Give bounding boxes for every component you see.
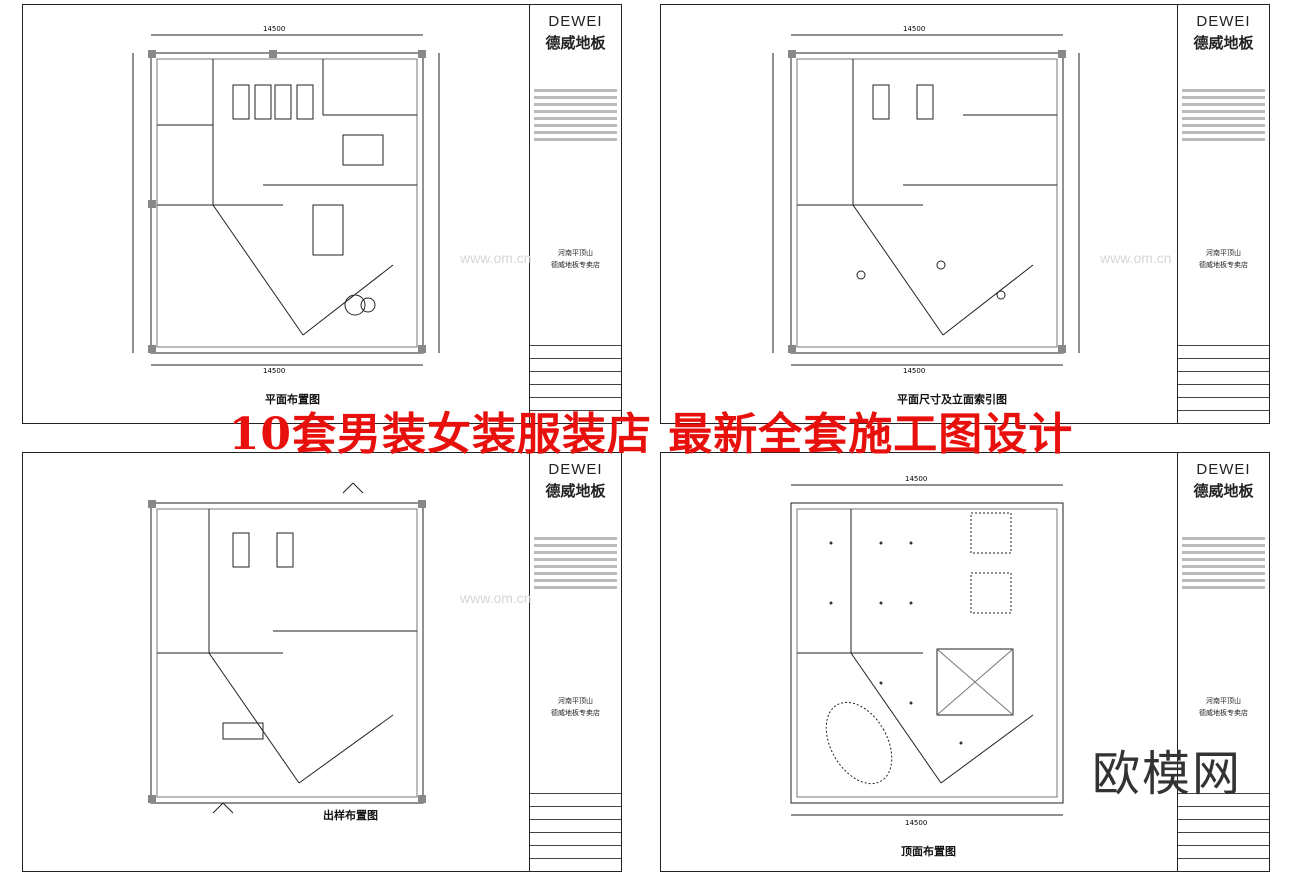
ceiling-plan-drawing xyxy=(790,484,1064,816)
watermark-url: www.om.cn xyxy=(460,250,532,266)
project-line-2: 德威地板专卖店 xyxy=(1199,261,1248,270)
dim-bottom: 14500 xyxy=(905,819,928,827)
dim-top: 14500 xyxy=(263,25,286,33)
dim-top: 14500 xyxy=(905,475,928,483)
brand-logo-cn: 德威地板 xyxy=(545,482,606,500)
brand-logo-en: DEWEI xyxy=(1196,461,1251,478)
project-name: 河南平顶山 德威地板专卖店 xyxy=(1184,695,1263,719)
brand-logo-cn: 德威地板 xyxy=(1193,34,1254,52)
brand-logo-en: DEWEI xyxy=(548,13,603,30)
sheet-caption: 平面尺寸及立面索引图 xyxy=(897,393,1007,406)
project-line-2: 德威地板专卖店 xyxy=(1199,709,1248,718)
title-rows xyxy=(530,793,621,871)
project-line-1: 河南平顶山 xyxy=(1206,697,1241,706)
promo-headline: 10套男装女装服装店 最新全套施工图设计 xyxy=(228,409,1074,460)
project-line-2: 德威地板专卖店 xyxy=(551,709,600,718)
watermark-brand: 欧模网 xyxy=(1091,746,1242,802)
project-name: 河南平顶山 德威地板专卖店 xyxy=(536,695,615,719)
title-block: DEWEI 德威地板 河南平顶山 德威地板专卖店 xyxy=(529,5,621,423)
title-block: DEWEI 德威地板 河南平顶山 德威地板专卖店 xyxy=(529,453,621,871)
drawing-sheet-ceiling-plan: 顶面布置图 14500 14500 DEWEI 德威地板 河南平顶山 德威地板专… xyxy=(660,452,1270,872)
dim-top: 14500 xyxy=(903,25,926,33)
notes-block xyxy=(534,533,617,593)
notes-block xyxy=(534,85,617,145)
project-line-1: 河南平顶山 xyxy=(558,697,593,706)
drawing-sheet-index-plan: 平面尺寸及立面索引图 14500 14500 DEWEI 德威地板 河南平顶山 … xyxy=(660,4,1270,424)
dim-bottom: 14500 xyxy=(903,367,926,375)
project-name: 河南平顶山 德威地板专卖店 xyxy=(1184,247,1263,271)
project-name: 河南平顶山 德威地板专卖店 xyxy=(536,247,615,271)
brand-logo-cn: 德威地板 xyxy=(545,34,606,52)
sheet-caption: 顶面布置图 xyxy=(901,845,956,858)
sheet-caption: 出样布置图 xyxy=(323,809,378,822)
dim-bottom: 14500 xyxy=(263,367,286,375)
notes-block xyxy=(1182,85,1265,145)
drawing-sheet-display-plan: 出样布置图 DEWEI 德威地板 河南平顶山 德威地板专卖店 xyxy=(22,452,622,872)
title-rows xyxy=(1178,345,1269,423)
project-line-2: 德威地板专卖店 xyxy=(551,261,600,270)
watermark-url: www.om.cn xyxy=(1100,250,1172,266)
title-rows xyxy=(530,345,621,423)
drawing-sheet-floor-plan: 平面布置图 14500 14500 DEWEI 德威地板 河南平顶山 德威地板专… xyxy=(22,4,622,424)
project-line-1: 河南平顶山 xyxy=(1206,249,1241,258)
watermark-url: www.om.cn xyxy=(460,590,532,606)
notes-block xyxy=(1182,533,1265,593)
sheet-caption: 平面布置图 xyxy=(265,393,320,406)
brand-logo-en: DEWEI xyxy=(1196,13,1251,30)
floor-plan-drawing xyxy=(132,34,440,366)
display-plan-drawing xyxy=(148,482,426,814)
title-block: DEWEI 德威地板 河南平顶山 德威地板专卖店 xyxy=(1177,5,1269,423)
brand-logo-cn: 德威地板 xyxy=(1193,482,1254,500)
title-block: DEWEI 德威地板 河南平顶山 德威地板专卖店 xyxy=(1177,453,1269,871)
index-plan-drawing xyxy=(772,34,1080,366)
project-line-1: 河南平顶山 xyxy=(558,249,593,258)
title-rows xyxy=(1178,793,1269,871)
brand-logo-en: DEWEI xyxy=(548,461,603,478)
